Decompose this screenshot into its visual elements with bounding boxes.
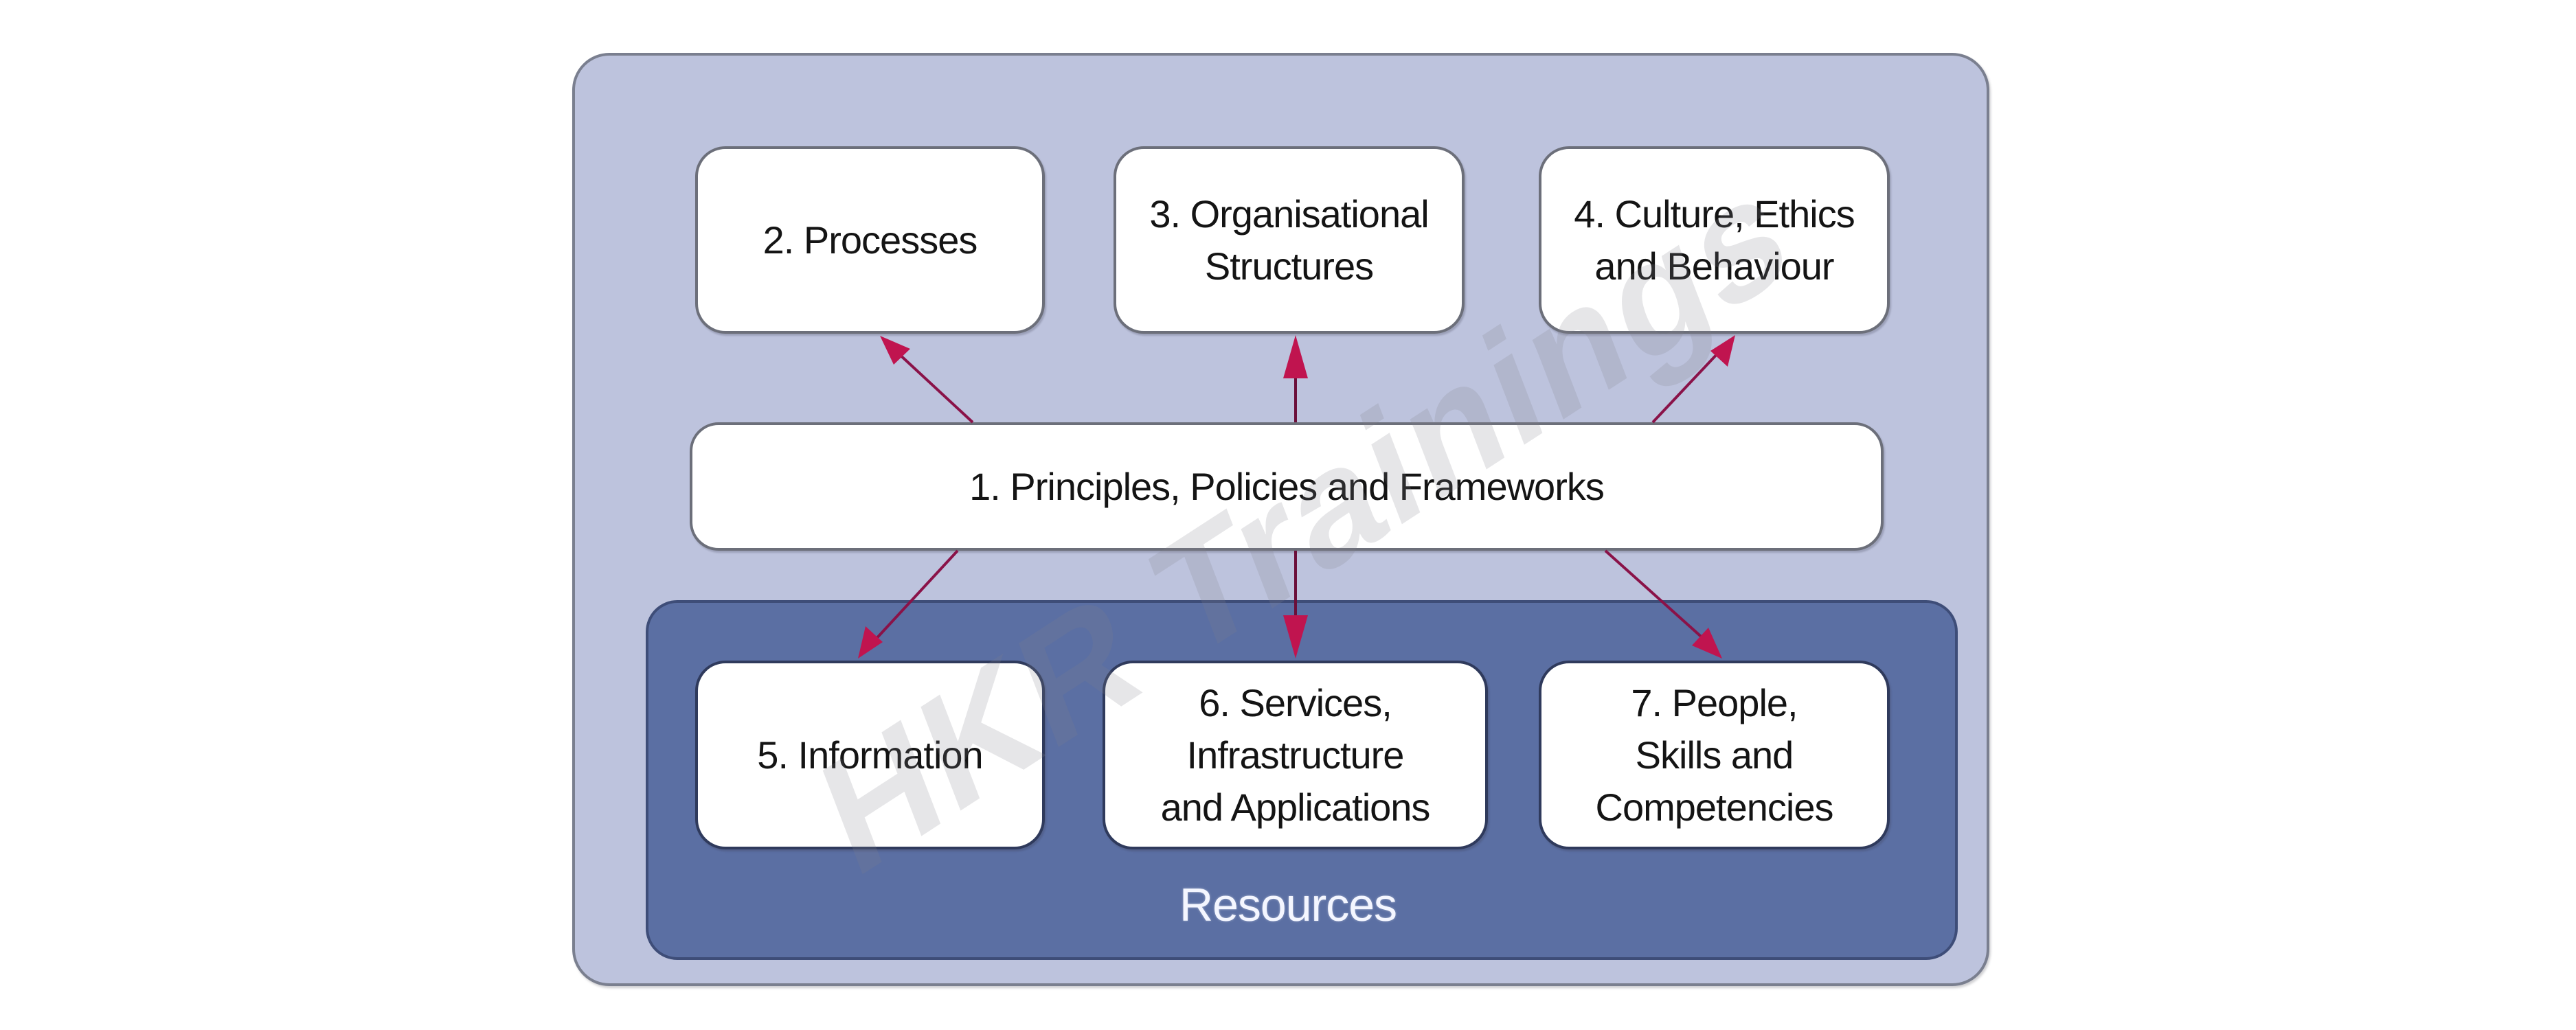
box-people-skills-competencies-label: 7. People, Skills and Competencies — [1595, 680, 1834, 829]
box-principles-policies-frameworks: 1. Principles, Policies and Frameworks — [690, 422, 1884, 551]
box-processes: 2. Processes — [695, 146, 1045, 334]
box-information-label: 5. Information — [757, 733, 983, 777]
box-information: 5. Information — [695, 661, 1045, 849]
box-services-infrastructure-applications-label: 6. Services, Infrastructure and Applicat… — [1160, 680, 1431, 829]
resources-title: Resources — [1179, 879, 1397, 931]
box-principles-policies-frameworks-label: 1. Principles, Policies and Frameworks — [969, 464, 1605, 508]
box-organisational-structures: 3. Organisational Structures — [1114, 146, 1465, 334]
box-processes-label: 2. Processes — [762, 218, 978, 262]
box-culture-ethics-behaviour-label: 4. Culture, Ethics and Behaviour — [1574, 192, 1855, 288]
box-services-infrastructure-applications: 6. Services, Infrastructure and Applicat… — [1103, 661, 1488, 849]
box-organisational-structures-label: 3. Organisational Structures — [1149, 192, 1429, 288]
box-people-skills-competencies: 7. People, Skills and Competencies — [1539, 661, 1890, 849]
box-culture-ethics-behaviour: 4. Culture, Ethics and Behaviour — [1539, 146, 1890, 334]
